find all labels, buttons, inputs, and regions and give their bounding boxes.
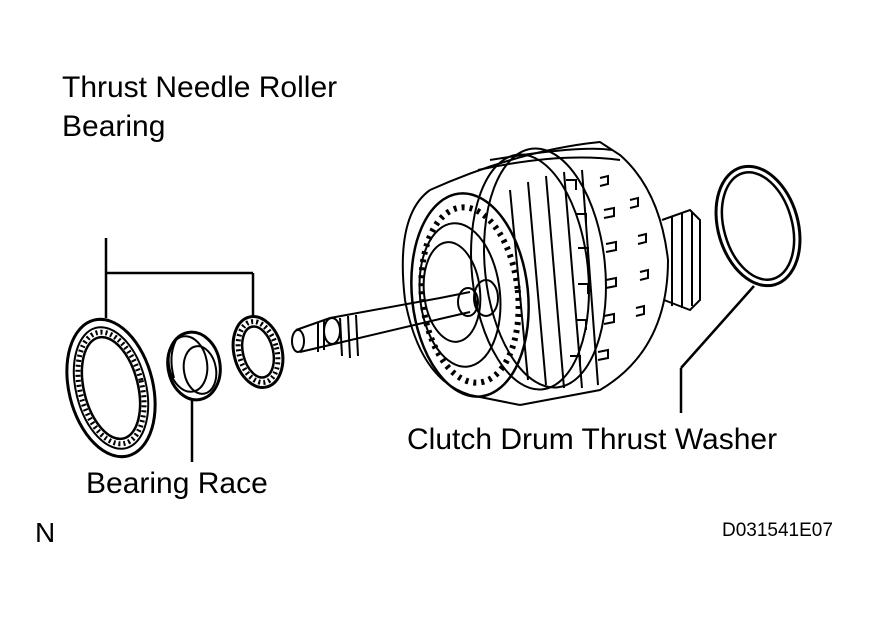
- clutch-drum-thrust-washer-label: Clutch Drum Thrust Washer: [407, 423, 778, 456]
- figure-code: D031541E07: [722, 520, 833, 541]
- thrust-needle-roller-bearing-label: Thrust Needle Roller Bearing: [62, 71, 338, 143]
- orientation-marker: N: [35, 517, 56, 548]
- clutch-drum: [401, 140, 701, 406]
- clutch-drum-thrust-washer: [714, 164, 802, 288]
- leader-lines: [104, 238, 755, 462]
- bearing-race: [166, 330, 222, 402]
- input-shaft: [291, 279, 499, 359]
- bearing-race-label: Bearing Race: [86, 467, 268, 500]
- thrust-needle-roller-bearing-small: [231, 315, 285, 389]
- thrust-needle-roller-bearing-large: [65, 317, 157, 459]
